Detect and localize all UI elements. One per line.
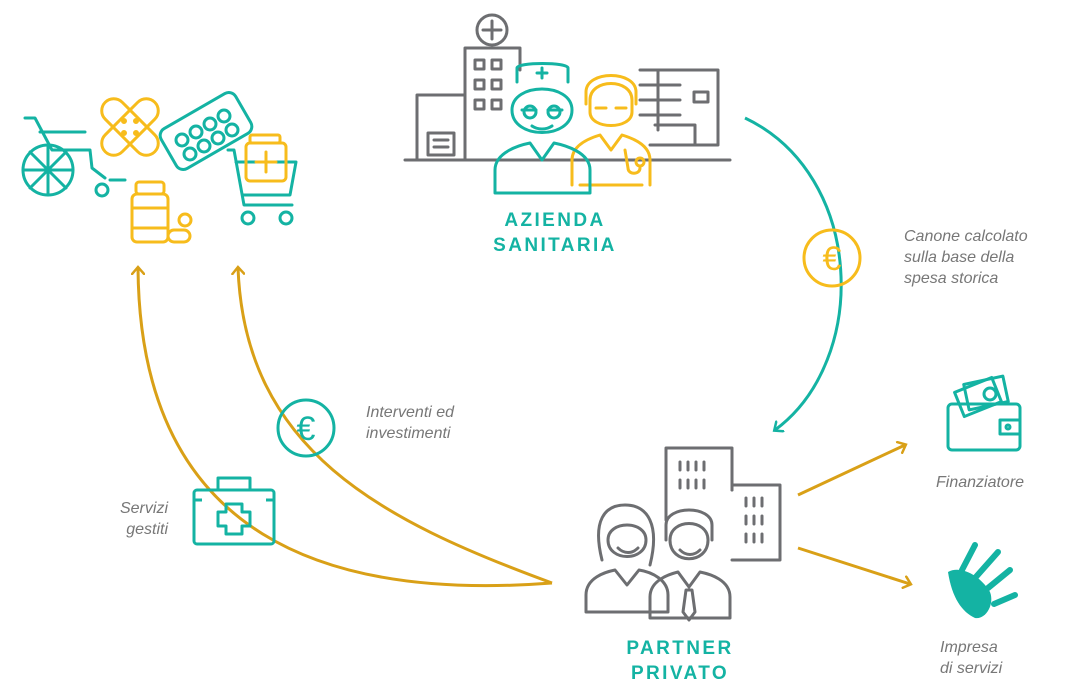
- euro-symbol: €: [297, 410, 316, 448]
- services-company-icon: [948, 542, 1018, 619]
- interventi-note: Interventi ed investimenti: [366, 402, 454, 444]
- doctor-icon: [570, 74, 652, 187]
- finanziatore-label: Finanziatore: [936, 474, 1025, 491]
- euro-coin-icon-investments: €: [276, 398, 336, 458]
- partner-line1: PARTNER: [626, 638, 734, 659]
- impresa-line-1: Impresa: [940, 639, 998, 656]
- azienda-sanitaria-label: AZIENDA SANITARIA: [475, 208, 635, 258]
- medical-supplies-icon: [21, 91, 298, 244]
- flow-arrow-investments: [238, 268, 553, 585]
- bandage-icon: [100, 97, 160, 157]
- azienda-line2: SANITARIA: [493, 235, 617, 256]
- azienda-line1: AZIENDA: [504, 210, 606, 231]
- interventi-line-1: Interventi ed: [366, 404, 455, 421]
- wallet-icon: [946, 374, 1022, 452]
- impresa-line-2: di servizi: [940, 660, 1003, 677]
- servizi-line-2: gestiti: [126, 521, 168, 538]
- canone-line-2: sulla base della: [904, 249, 1015, 266]
- flow-arrow-to-impresa: [797, 546, 910, 584]
- medicine-jar-icon: [244, 133, 288, 183]
- canone-line-1: Canone calcolato: [904, 228, 1028, 245]
- impresa-note: Impresa di servizi: [940, 637, 1002, 679]
- businessman-icon: [648, 508, 732, 622]
- canone-note: Canone calcolato sulla base della spesa …: [904, 226, 1028, 289]
- pill-bottle-icon: [130, 180, 193, 244]
- nurse-icon: [493, 62, 592, 195]
- euro-symbol: €: [823, 240, 842, 278]
- flow-arrow-services: [138, 268, 553, 588]
- servizi-note: Servizi gestiti: [90, 498, 168, 540]
- partner-line2: PRIVATO: [630, 663, 730, 684]
- hospital-staff-icon: [403, 13, 732, 195]
- office-buildings-icon: [664, 446, 782, 562]
- interventi-line-2: investimenti: [366, 425, 451, 442]
- flow-arrow-to-finanziatore: [797, 445, 905, 497]
- wheelchair-icon: [21, 116, 127, 198]
- first-aid-kit-icon: [192, 476, 276, 546]
- businesswoman-icon: [584, 503, 670, 614]
- business-partners-icon: [584, 446, 782, 622]
- euro-coin-icon: €: [802, 228, 862, 288]
- pill-blister-icon: [158, 91, 254, 171]
- hospital-building-icon: [403, 13, 732, 162]
- canone-line-3: spesa storica: [904, 270, 999, 287]
- servizi-line-1: Servizi: [119, 500, 168, 517]
- partner-privato-label: PARTNER PRIVATO: [600, 636, 760, 686]
- flow-arrow-to-partner: [744, 116, 843, 430]
